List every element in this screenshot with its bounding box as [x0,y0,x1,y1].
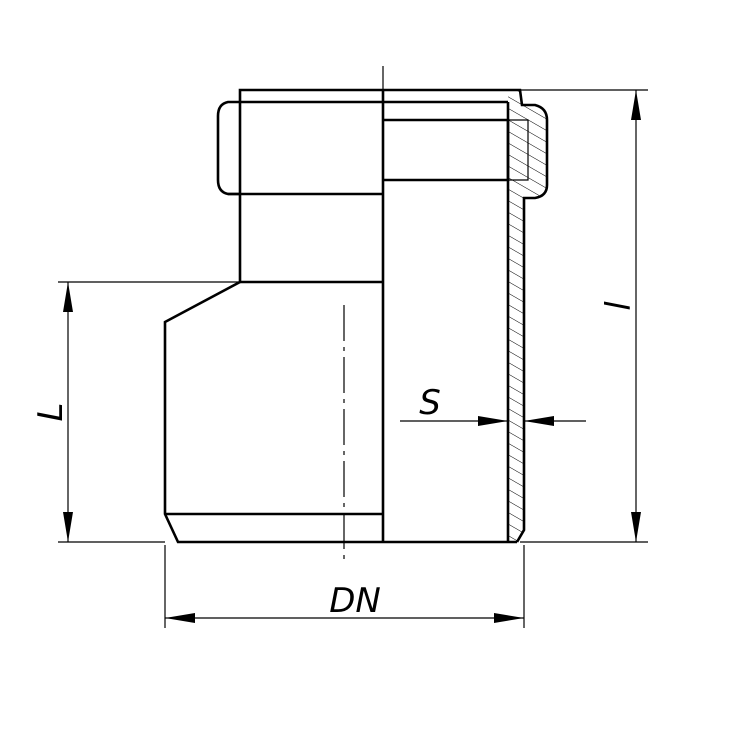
wall-thickness-dimension: S [400,383,586,426]
overall-length-dimension: l [599,90,641,542]
nominal-diameter-dimension: DN [165,581,524,623]
overall-length-label: l [599,301,639,311]
socket-length-label: L [31,403,71,422]
fitting-body [163,88,529,544]
extension-lines [58,89,648,628]
nominal-diameter-label: DN [329,581,381,621]
wall-section-hatch [508,88,549,543]
wall-thickness-label: S [419,383,441,423]
socket-length-dimension: L [31,282,73,542]
